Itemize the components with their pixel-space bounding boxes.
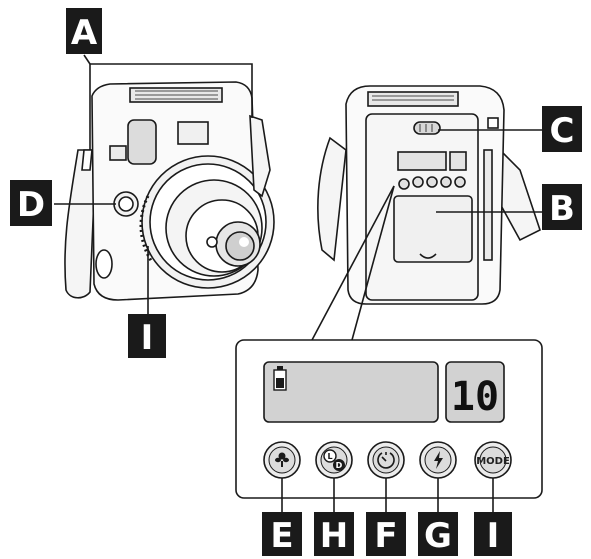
film-door <box>393 195 473 263</box>
strap-right <box>249 114 271 198</box>
control-panel-detail: 10 L D <box>235 339 543 512</box>
callout-i-panel: I <box>474 512 512 556</box>
viewfinder-eyepiece <box>413 121 441 135</box>
svg-text:F: F <box>374 516 397 556</box>
callout-e: E <box>262 512 302 556</box>
counter-display <box>445 361 505 423</box>
callout-h: H <box>314 512 354 556</box>
svg-text:E: E <box>270 516 293 556</box>
svg-text:I: I <box>141 318 154 358</box>
callout-f: F <box>366 512 406 556</box>
camera-front-view <box>64 81 275 301</box>
viewfinder-window <box>109 145 127 161</box>
strap-back-right <box>497 148 541 242</box>
callout-c: C <box>542 106 582 152</box>
landscape-button[interactable]: L D <box>315 441 353 479</box>
zoom-line-left <box>311 185 395 341</box>
callout-g: G <box>418 512 458 556</box>
flash-icon <box>434 451 443 469</box>
svg-text:B: B <box>549 189 575 229</box>
strap-back-left <box>317 136 347 262</box>
callout-d: D <box>10 180 52 226</box>
flash-button[interactable] <box>419 441 457 479</box>
callout-b: B <box>542 184 582 230</box>
leader-a <box>89 63 253 150</box>
strap-left <box>64 149 97 299</box>
leader-lines <box>54 54 542 341</box>
macro-icon <box>275 452 289 467</box>
svg-text:C: C <box>550 111 575 151</box>
shot-counter: 10 <box>451 374 499 420</box>
svg-text:G: G <box>424 516 452 556</box>
flash-window <box>127 119 157 165</box>
self-timer-icon <box>377 452 395 469</box>
callout-i-front: I <box>128 314 166 358</box>
svg-text:L: L <box>327 452 332 461</box>
zoom-line-right <box>351 185 395 341</box>
svg-text:D: D <box>336 461 343 470</box>
landscape-icon: L D <box>323 449 345 471</box>
svg-text:I: I <box>487 516 500 556</box>
callout-a: A <box>66 8 102 54</box>
macro-button[interactable] <box>263 441 301 479</box>
mode-button-label: MODE <box>476 456 510 467</box>
camera-back-view <box>317 85 541 305</box>
svg-text:D: D <box>17 185 45 225</box>
main-lcd <box>263 361 439 423</box>
svg-text:A: A <box>71 13 98 53</box>
mode-button[interactable]: MODE <box>474 441 512 479</box>
self-timer-button[interactable] <box>367 441 405 479</box>
svg-text:H: H <box>320 516 348 556</box>
small-lcd <box>397 151 447 171</box>
battery-icon <box>273 366 287 391</box>
